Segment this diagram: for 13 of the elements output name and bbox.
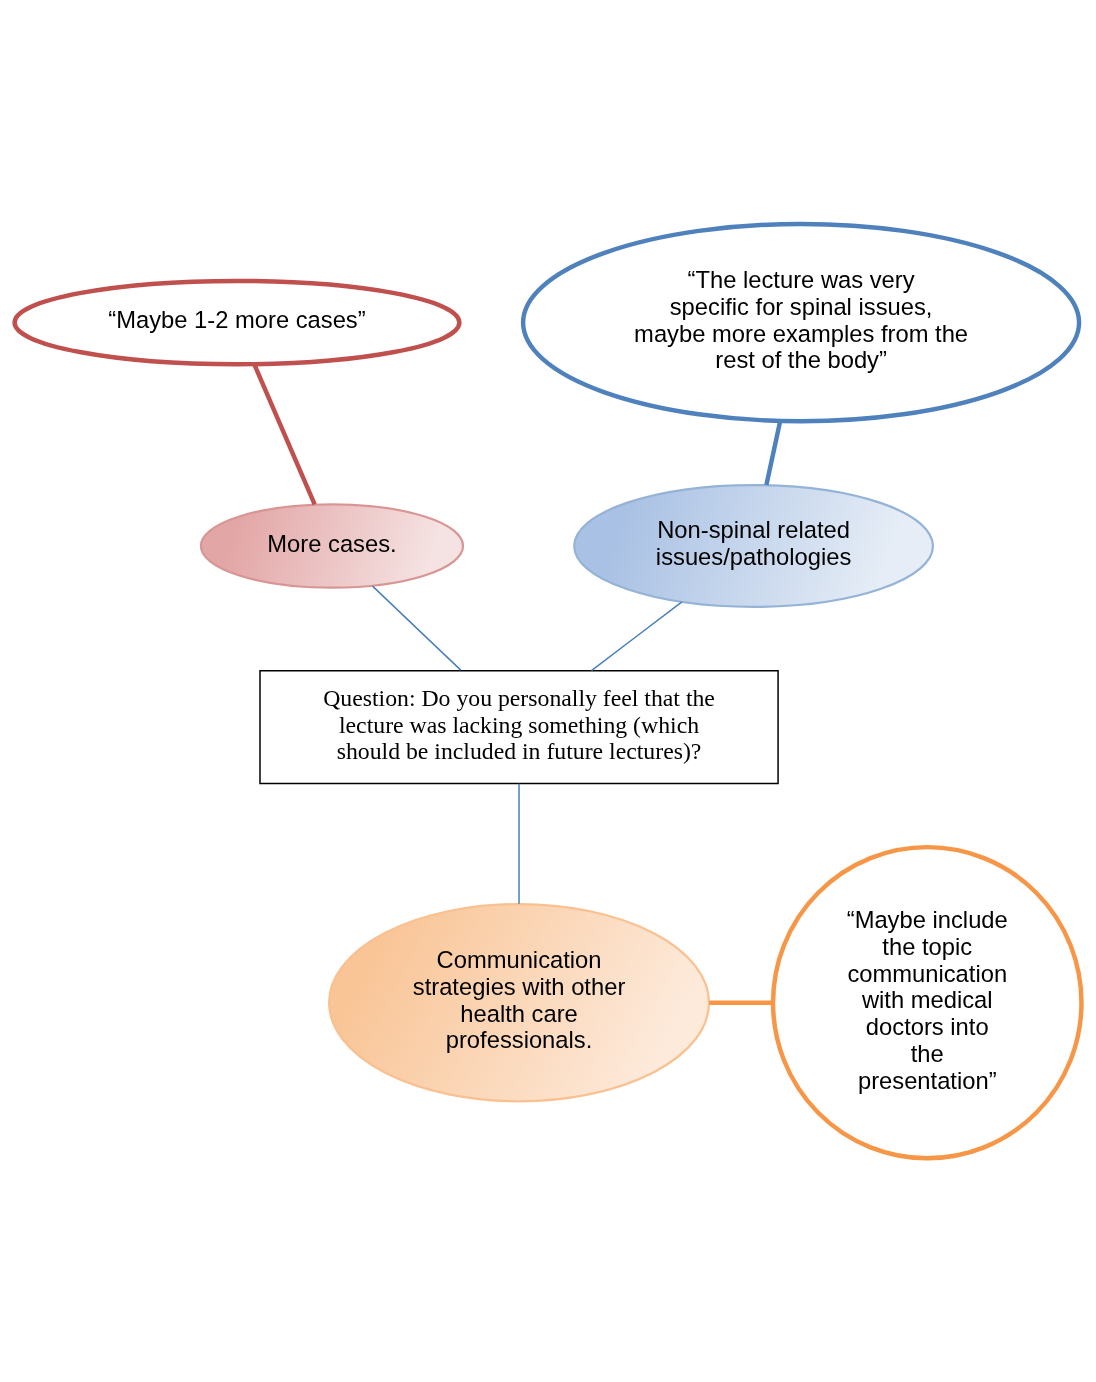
node-box: Question: Do you personally feel that the lecture was lacking something (which should be included in future lectures)? (259, 669, 779, 785)
node-circle: “Maybe include the topic communication with medical doctors into the presentation” (770, 844, 1084, 1161)
node-ellipse: “The lecture was very specific for spinal issues, maybe more examples from the rest of the body” (520, 221, 1082, 424)
node-ellipse: “Maybe 1-2 more cases” (12, 278, 462, 367)
connector (709, 1000, 773, 1005)
node-ellipse: Non-spinal related issues/pathologies (573, 483, 935, 608)
connector (518, 783, 520, 905)
node-ellipse: More cases. (199, 503, 465, 589)
node-ellipse: Communication strategies with other health care professionals. (327, 902, 711, 1103)
connector (590, 601, 683, 672)
connector (252, 363, 317, 506)
connector (371, 585, 462, 671)
connector (764, 420, 783, 486)
